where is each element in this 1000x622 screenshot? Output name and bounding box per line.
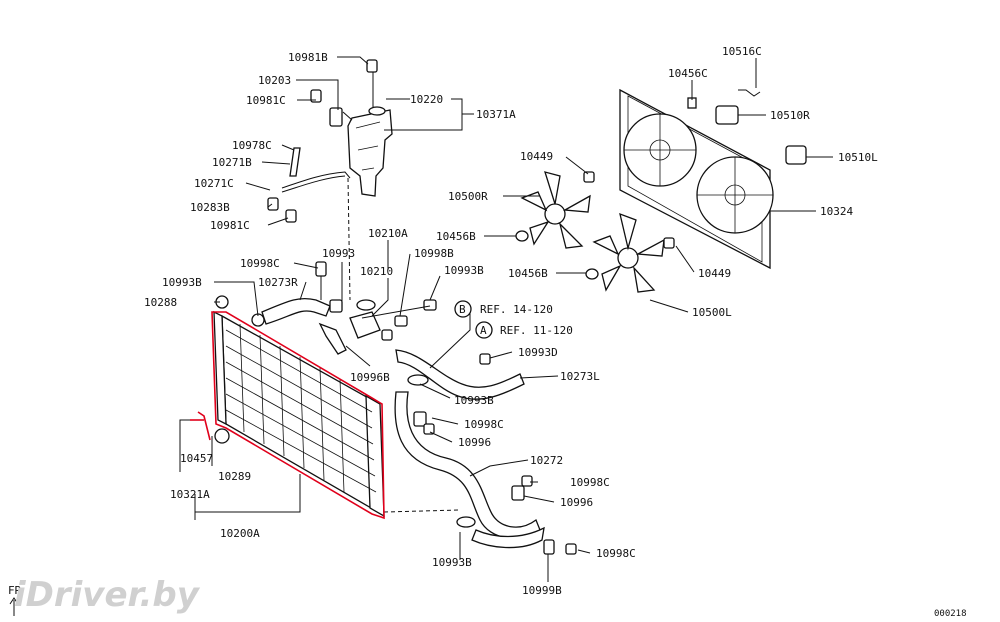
- ref-b-letter: B: [459, 303, 466, 316]
- lower-hose-10272: [394, 391, 577, 555]
- label-10993B-bottom: 10993B: [432, 556, 472, 569]
- label-10996-lower: 10996: [560, 496, 593, 509]
- label-10510R: 10510R: [770, 109, 810, 122]
- fan-right: [520, 171, 591, 249]
- thermostat-housing: [349, 299, 437, 341]
- label-10993B-top: 10993B: [444, 264, 484, 277]
- label-10220: 10220: [410, 93, 443, 106]
- lower-hose-left: [395, 349, 525, 400]
- label-10203: 10203: [258, 74, 291, 87]
- label-10996-mid: 10996: [458, 436, 491, 449]
- label-10321A: 10321A: [170, 488, 210, 501]
- label-10993B-left: 10993B: [162, 276, 202, 289]
- label-10981C-bottom: 10981C: [210, 219, 250, 232]
- label-10500L: 10500L: [692, 306, 732, 319]
- label-10516C: 10516C: [722, 45, 762, 58]
- label-10210: 10210: [360, 265, 393, 278]
- label-10993: 10993: [322, 247, 355, 260]
- label-10993D: 10993D: [518, 346, 558, 359]
- upper-hose-right: [261, 261, 347, 355]
- label-10993B-mid: 10993B: [454, 394, 494, 407]
- label-10271C: 10271C: [194, 177, 234, 190]
- label-10998B: 10998B: [414, 247, 454, 260]
- label-10456B-lower: 10456B: [508, 267, 548, 280]
- label-10999B: 10999B: [522, 584, 562, 597]
- label-10449-top: 10449: [520, 150, 553, 163]
- label-10500R: 10500R: [448, 190, 488, 203]
- overflow-hose: [267, 147, 351, 301]
- label-10271B: 10271B: [212, 156, 252, 169]
- watermark: iDriver.by: [14, 575, 201, 615]
- fan-fasteners: [515, 171, 675, 280]
- label-10510L: 10510L: [838, 151, 878, 164]
- label-10273L: 10273L: [560, 370, 600, 383]
- label-10998C-bottom: 10998C: [596, 547, 636, 560]
- front-label: FR: [8, 584, 22, 597]
- fan-left: [592, 212, 665, 293]
- front-direction-indicator: FR: [8, 584, 22, 616]
- arrow-icon: [9, 597, 19, 616]
- fan-shroud: [619, 88, 807, 270]
- label-10210A: 10210A: [368, 227, 408, 240]
- label-10981B: 10981B: [288, 51, 328, 64]
- label-10998C-lower: 10998C: [570, 476, 610, 489]
- label-10978C: 10978C: [232, 139, 272, 152]
- label-10283B: 10283B: [190, 201, 230, 214]
- radiator-highlight: [190, 311, 385, 520]
- label-10998C-mid: 10998C: [464, 418, 504, 431]
- radiator: [213, 295, 461, 518]
- label-10200A: 10200A: [220, 527, 260, 540]
- ref-a-letter: A: [480, 324, 487, 337]
- leader-lines: [179, 56, 833, 582]
- ref-callouts: B REF. 14-120 A REF. 11-120: [454, 300, 573, 339]
- label-10449-bottom: 10449: [698, 267, 731, 280]
- label-10457: 10457: [180, 452, 213, 465]
- reservoir-tank: [310, 59, 393, 197]
- label-10456C: 10456C: [668, 67, 708, 80]
- label-10998C-left: 10998C: [240, 257, 280, 270]
- ref-b-text: REF. 14-120: [480, 303, 553, 316]
- label-10273R: 10273R: [258, 276, 298, 289]
- ref-a-text: REF. 11-120: [500, 324, 573, 337]
- label-10371A: 10371A: [476, 108, 516, 121]
- label-10272: 10272: [530, 454, 563, 467]
- label-10981C-top: 10981C: [246, 94, 286, 107]
- label-10996B: 10996B: [350, 371, 390, 384]
- label-10324: 10324: [820, 205, 853, 218]
- diagram-code: 000218: [934, 609, 967, 619]
- label-10289: 10289: [218, 470, 251, 483]
- label-10288: 10288: [144, 296, 177, 309]
- label-10456B-upper: 10456B: [436, 230, 476, 243]
- part-labels: 10981B 10203 10981C 10220 10371A 10978C …: [144, 45, 878, 597]
